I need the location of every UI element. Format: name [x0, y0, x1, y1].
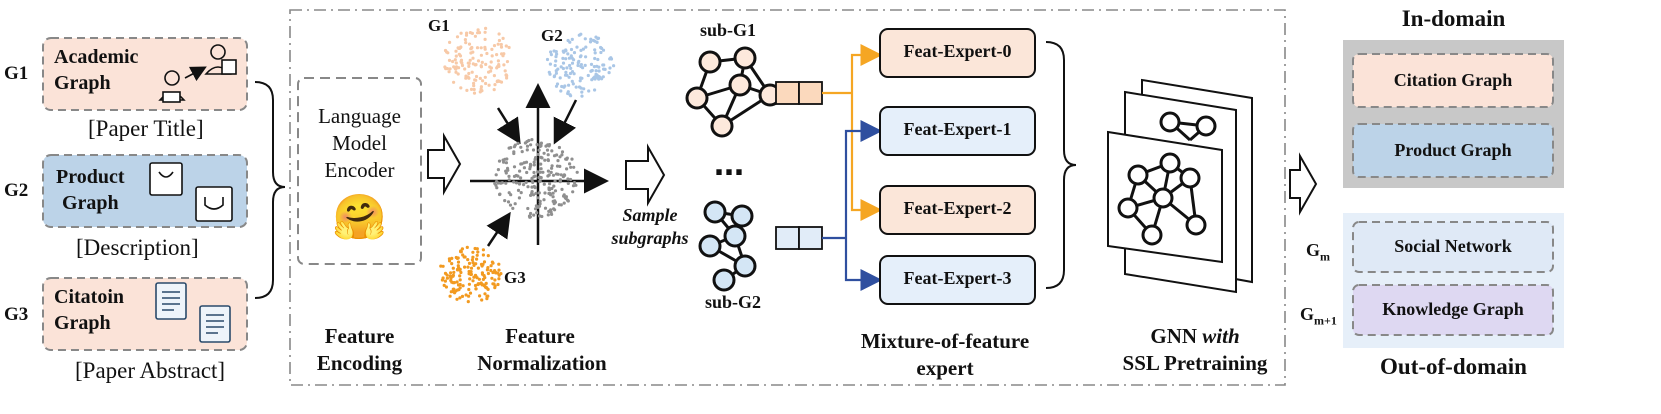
stage3-line2: expert: [916, 356, 974, 380]
source-name-g2-l1: Product: [56, 166, 125, 188]
sample-line2: subgraphs: [611, 228, 689, 248]
stage1-line1: Feature: [324, 324, 395, 348]
text-attr-g2: [Description]: [76, 235, 199, 260]
out-domain-item-0: Social Network: [1394, 236, 1512, 256]
scatter-cluster-g1: [443, 26, 511, 95]
left-brace: [254, 81, 286, 299]
expert-label-2: Feat-Expert-2: [903, 198, 1012, 218]
encoder-line1: Language: [318, 104, 401, 128]
orange-routing: [822, 44, 883, 221]
feature-vector-blue: [775, 226, 823, 250]
document-icon: [155, 282, 231, 343]
source-id-g2: G2: [4, 180, 29, 201]
expert-box-3: [879, 255, 1036, 305]
out-domain-title: Out-of-domain: [1380, 354, 1527, 379]
source-box-g3: [42, 277, 248, 351]
in-domain-item-0-box: [1352, 53, 1554, 108]
source-name-g1-l1: Academic: [54, 46, 139, 68]
source-name-g1-l2: Graph: [54, 72, 111, 94]
subgraph-g2: [698, 200, 757, 292]
expert-label-3: Feat-Expert-3: [903, 268, 1012, 288]
expert-box-1: [879, 106, 1036, 156]
expert-box-0: [879, 28, 1036, 78]
researchers-icon: [158, 44, 237, 103]
scatter-cluster-g3: [439, 245, 503, 304]
subgraph-label-bottom: sub-G2: [705, 292, 762, 312]
stage4-line1: GNN with: [1110, 324, 1280, 349]
stage2-line1: Feature: [505, 324, 575, 348]
norm-label-g2: G2: [541, 26, 563, 45]
expert-label-0: Feat-Expert-0: [903, 41, 1012, 61]
sample-line1: Sample: [622, 205, 678, 225]
out-domain-item-0-box: [1352, 221, 1554, 273]
encoder-line3: Encoder: [324, 158, 395, 182]
normalization-axes: [470, 83, 609, 247]
gm-label: Gm: [1306, 240, 1330, 265]
out-domain-item-1-box: [1352, 284, 1554, 336]
source-name-g2-l2: Graph: [62, 192, 119, 214]
text-attr-g1: [Paper Title]: [88, 116, 204, 141]
gm1-sub: m+1: [1314, 313, 1337, 328]
shopping-bag-icon: [149, 162, 233, 222]
scatter-cluster-g2: [545, 32, 616, 98]
out-domain-item-1: Knowledge Graph: [1382, 299, 1524, 319]
pipeline-frame: [289, 9, 1286, 386]
subgraph-ellipsis: …: [714, 148, 744, 183]
stage2-line2: Normalization: [477, 351, 607, 375]
in-domain-item-0: Citation Graph: [1393, 70, 1513, 90]
hugging-face-icon: 🤗: [332, 192, 387, 243]
gm-base: G: [1306, 240, 1321, 260]
right-brace: [1045, 41, 1077, 289]
source-id-g3: G3: [4, 304, 29, 325]
text-attr-g3: [Paper Abstract]: [75, 358, 226, 383]
source-box-g1: [42, 37, 248, 111]
hollow-arrow-1: [427, 132, 462, 196]
norm-label-g1: G1: [428, 16, 450, 35]
in-domain-item-1: Product Graph: [1394, 140, 1512, 160]
stage4-with: with: [1202, 324, 1240, 348]
stage3-line1: Mixture-of-feature: [860, 329, 1030, 353]
expert-label-1: Feat-Expert-1: [903, 119, 1012, 139]
in-domain-title: In-domain: [1401, 6, 1506, 31]
source-name-g3-l2: Graph: [54, 312, 111, 334]
hollow-arrow-3: [1289, 152, 1318, 216]
source-id-g1: G1: [4, 63, 29, 84]
expert-box-2: [879, 185, 1036, 235]
source-name-g3-l1: Citatoin: [54, 286, 124, 308]
scatter-layer: [439, 26, 616, 304]
blue-routing: [822, 120, 883, 291]
scatter-cluster-center: [493, 138, 579, 219]
subgraph-label-top: sub-G1: [700, 20, 757, 40]
norm-label-g3: G3: [504, 268, 526, 287]
stage4-line2: SSL Pretraining: [1122, 351, 1268, 375]
hollow-arrow-2: [625, 143, 666, 207]
encoder-line2: Model: [332, 131, 387, 155]
gm1-label: Gm+1: [1300, 304, 1337, 329]
encoder-box: [297, 77, 422, 265]
in-domain-item-1-box: [1352, 123, 1554, 178]
gnn-pages: [1107, 78, 1253, 294]
stage4-gnn: GNN: [1150, 324, 1203, 348]
stage1-line2: Encoding: [316, 351, 403, 375]
subgraph-g1: [685, 46, 782, 138]
gm1-base: G: [1300, 304, 1315, 324]
gm-sub: m: [1320, 249, 1331, 264]
feature-vector-orange: [775, 81, 823, 105]
